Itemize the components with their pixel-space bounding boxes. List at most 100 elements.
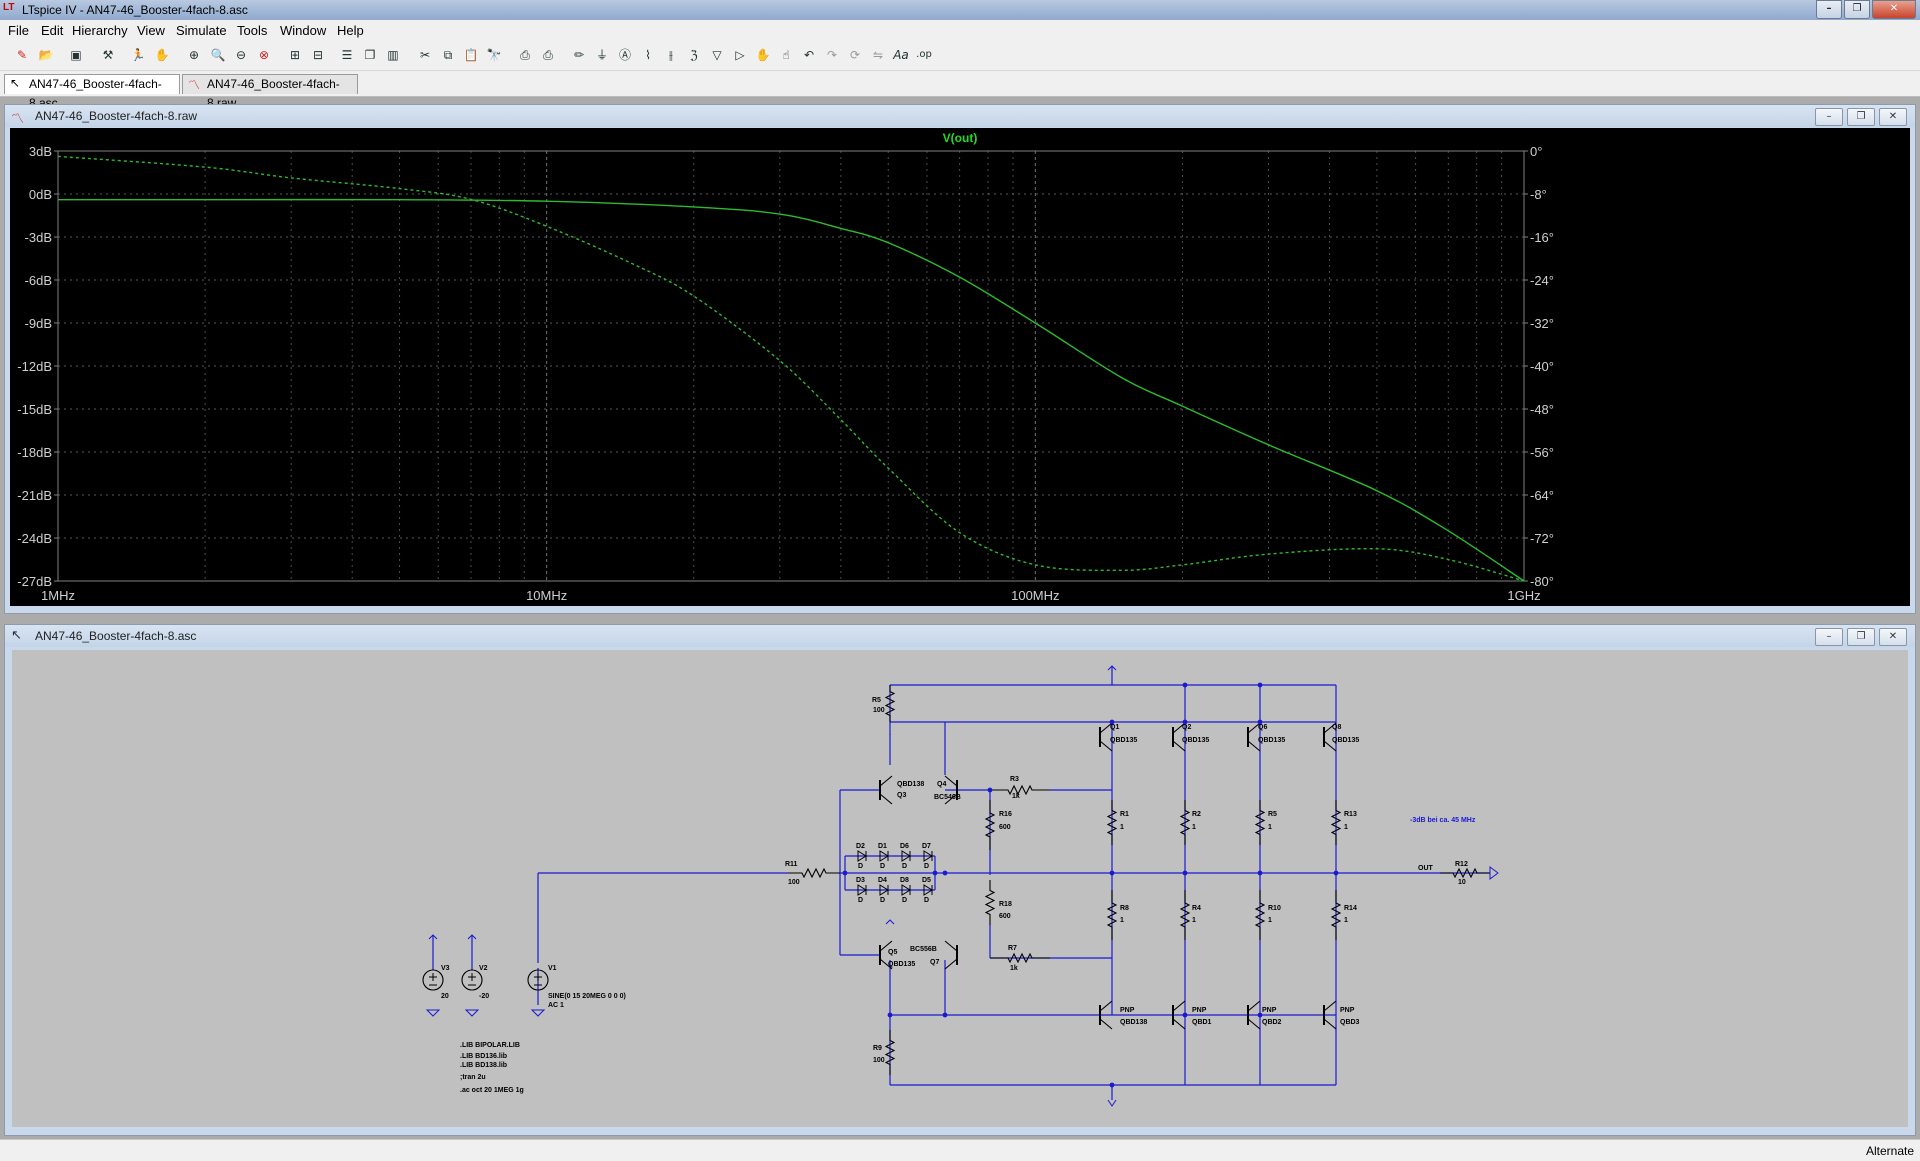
y-tick-label-left: 0dB bbox=[29, 187, 52, 202]
close-icon[interactable]: ✕ bbox=[1872, 0, 1916, 19]
phase-trace bbox=[57, 155, 1525, 582]
zoom-in-icon[interactable]: ⊕ bbox=[188, 48, 200, 62]
tile-horizontal-icon[interactable]: ☰ bbox=[341, 48, 353, 62]
restore-icon[interactable]: ❐ bbox=[1847, 628, 1875, 646]
junction-dot bbox=[1257, 1012, 1263, 1018]
component-label: D8 bbox=[900, 877, 909, 884]
autorange-icon[interactable]: ⊞ bbox=[289, 48, 301, 62]
run-icon[interactable]: 🏃 bbox=[130, 48, 146, 62]
x-tick-label: 100MHz bbox=[1011, 588, 1059, 603]
circuit-schematic: R5100Q1QBD135Q2QBD135Q6QBD135Q8QBD135QBD… bbox=[422, 665, 1499, 1107]
menu-help[interactable]: Help bbox=[337, 23, 364, 38]
x-tick-label: 1MHz bbox=[41, 588, 75, 603]
window-title: LTspice IV - AN47-46_Booster-4fach-8.asc bbox=[22, 3, 248, 17]
new-schematic-icon[interactable]: ✎ bbox=[16, 48, 28, 62]
copy-icon[interactable]: ⧉ bbox=[443, 48, 453, 62]
minimize-icon[interactable]: – bbox=[1816, 0, 1842, 19]
zoom-full-icon[interactable]: ⊟ bbox=[312, 48, 324, 62]
tile-vertical-icon[interactable]: ▥ bbox=[387, 48, 399, 62]
resistor-r3 bbox=[990, 784, 1050, 796]
tab-schematic[interactable]: ↖ AN47-46_Booster-4fach-8.asc bbox=[4, 74, 180, 110]
menu-simulate[interactable]: Simulate bbox=[176, 23, 227, 38]
transistor-collector bbox=[1099, 1000, 1113, 1012]
menu-hierarchy[interactable]: Hierarchy bbox=[72, 23, 128, 38]
ground-icon[interactable]: ⏚ bbox=[595, 48, 608, 62]
resistor-r11 bbox=[788, 867, 840, 879]
resistor-icon[interactable]: ⌇ bbox=[645, 48, 651, 62]
junction-dot bbox=[1109, 1082, 1115, 1088]
restore-icon[interactable]: ❐ bbox=[1847, 108, 1875, 126]
close-icon[interactable]: ✕ bbox=[1879, 108, 1907, 126]
component-label: R5 bbox=[1268, 811, 1277, 818]
spice-directive-icon[interactable]: .op bbox=[916, 49, 932, 60]
junction-dot bbox=[932, 870, 938, 876]
component-label: PNP bbox=[1192, 1007, 1207, 1014]
diode-d2 bbox=[857, 850, 867, 862]
zoom-icon[interactable]: 🔍 bbox=[210, 48, 226, 62]
y-tick-label-right: -16° bbox=[1530, 230, 1554, 245]
diode-d3 bbox=[857, 884, 867, 896]
text-icon[interactable]: Aa bbox=[893, 48, 909, 62]
menu-tools[interactable]: Tools bbox=[237, 23, 268, 38]
transistor-emitter bbox=[1172, 1018, 1186, 1030]
transistor-emitter bbox=[879, 958, 893, 970]
tab-waveform[interactable]: 〽 AN47-46_Booster-4fach-8.raw bbox=[182, 74, 358, 110]
component-label: Q7 bbox=[930, 959, 939, 966]
component-label: R5 bbox=[872, 697, 881, 704]
menu-edit[interactable]: Edit bbox=[41, 23, 64, 38]
restore-icon[interactable]: ❐ bbox=[1844, 0, 1870, 19]
voltage-source-v1 bbox=[527, 969, 549, 991]
component-label: D bbox=[880, 863, 885, 870]
print-icon[interactable]: ⎙ bbox=[520, 48, 530, 62]
zoom-out-icon[interactable]: ⊖ bbox=[235, 48, 247, 62]
transistor-emitter bbox=[1323, 740, 1337, 752]
minimize-icon[interactable]: – bbox=[1815, 108, 1843, 126]
transistor-emitter bbox=[1247, 1018, 1261, 1030]
component-label: D3 bbox=[856, 877, 865, 884]
drag-icon[interactable]: ☝ bbox=[782, 48, 790, 62]
trace-label[interactable]: V(out) bbox=[943, 131, 978, 145]
paste-icon[interactable]: 📋 bbox=[463, 48, 479, 62]
x-tick-label: 1GHz bbox=[1507, 588, 1540, 603]
component-label: QBD1 bbox=[1192, 1019, 1212, 1026]
component-label: QBD138 bbox=[897, 781, 924, 788]
component-label: R7 bbox=[1008, 945, 1017, 952]
rotate-icon[interactable]: ⟳ bbox=[849, 48, 861, 62]
control-panel-icon[interactable]: ⚒ bbox=[102, 48, 114, 62]
find-icon[interactable]: 🔭 bbox=[486, 48, 502, 62]
diode-icon[interactable]: ▽ bbox=[712, 48, 722, 62]
menu-view[interactable]: View bbox=[137, 23, 165, 38]
mirror-icon[interactable]: ⇋ bbox=[872, 48, 884, 62]
junction-dot bbox=[1257, 870, 1263, 876]
print-setup-icon[interactable]: ⎙ bbox=[543, 48, 553, 62]
menu-file[interactable]: File bbox=[8, 23, 29, 38]
component-label: D bbox=[902, 897, 907, 904]
inductor-icon[interactable]: ℨ bbox=[690, 48, 698, 62]
waveform-window-controls: – ❐ ✕ bbox=[1815, 108, 1907, 126]
menu-window[interactable]: Window bbox=[280, 23, 327, 38]
draw-wire-icon[interactable]: ✏ bbox=[573, 48, 585, 62]
minimize-icon[interactable]: – bbox=[1815, 628, 1843, 646]
capacitor-icon[interactable]: ⫲ bbox=[669, 48, 673, 62]
close-icon[interactable]: ✕ bbox=[1879, 628, 1907, 646]
open-icon[interactable]: 📂 bbox=[38, 48, 54, 62]
component-label: 1 bbox=[1120, 917, 1124, 924]
label-net-icon[interactable]: Ⓐ bbox=[618, 48, 631, 62]
move-icon[interactable]: ✋ bbox=[755, 48, 771, 62]
zoom-cancel-icon[interactable]: ⊗ bbox=[258, 48, 270, 62]
cascade-icon[interactable]: ❐ bbox=[364, 48, 376, 62]
pan-icon[interactable]: ✋ bbox=[154, 48, 170, 62]
save-icon[interactable]: ▣ bbox=[70, 48, 82, 62]
component-label: 1 bbox=[1344, 824, 1348, 831]
redo-icon[interactable]: ↷ bbox=[826, 48, 838, 62]
component-label: V3 bbox=[441, 965, 450, 972]
resistor-r12 bbox=[1440, 867, 1490, 879]
undo-icon[interactable]: ↶ bbox=[803, 48, 815, 62]
component-label: 100 bbox=[788, 879, 800, 886]
component-icon[interactable]: ▷ bbox=[735, 48, 745, 62]
component-label: D6 bbox=[900, 843, 909, 850]
cut-icon[interactable]: ✂ bbox=[419, 48, 431, 62]
transistor-emitter bbox=[879, 793, 893, 805]
